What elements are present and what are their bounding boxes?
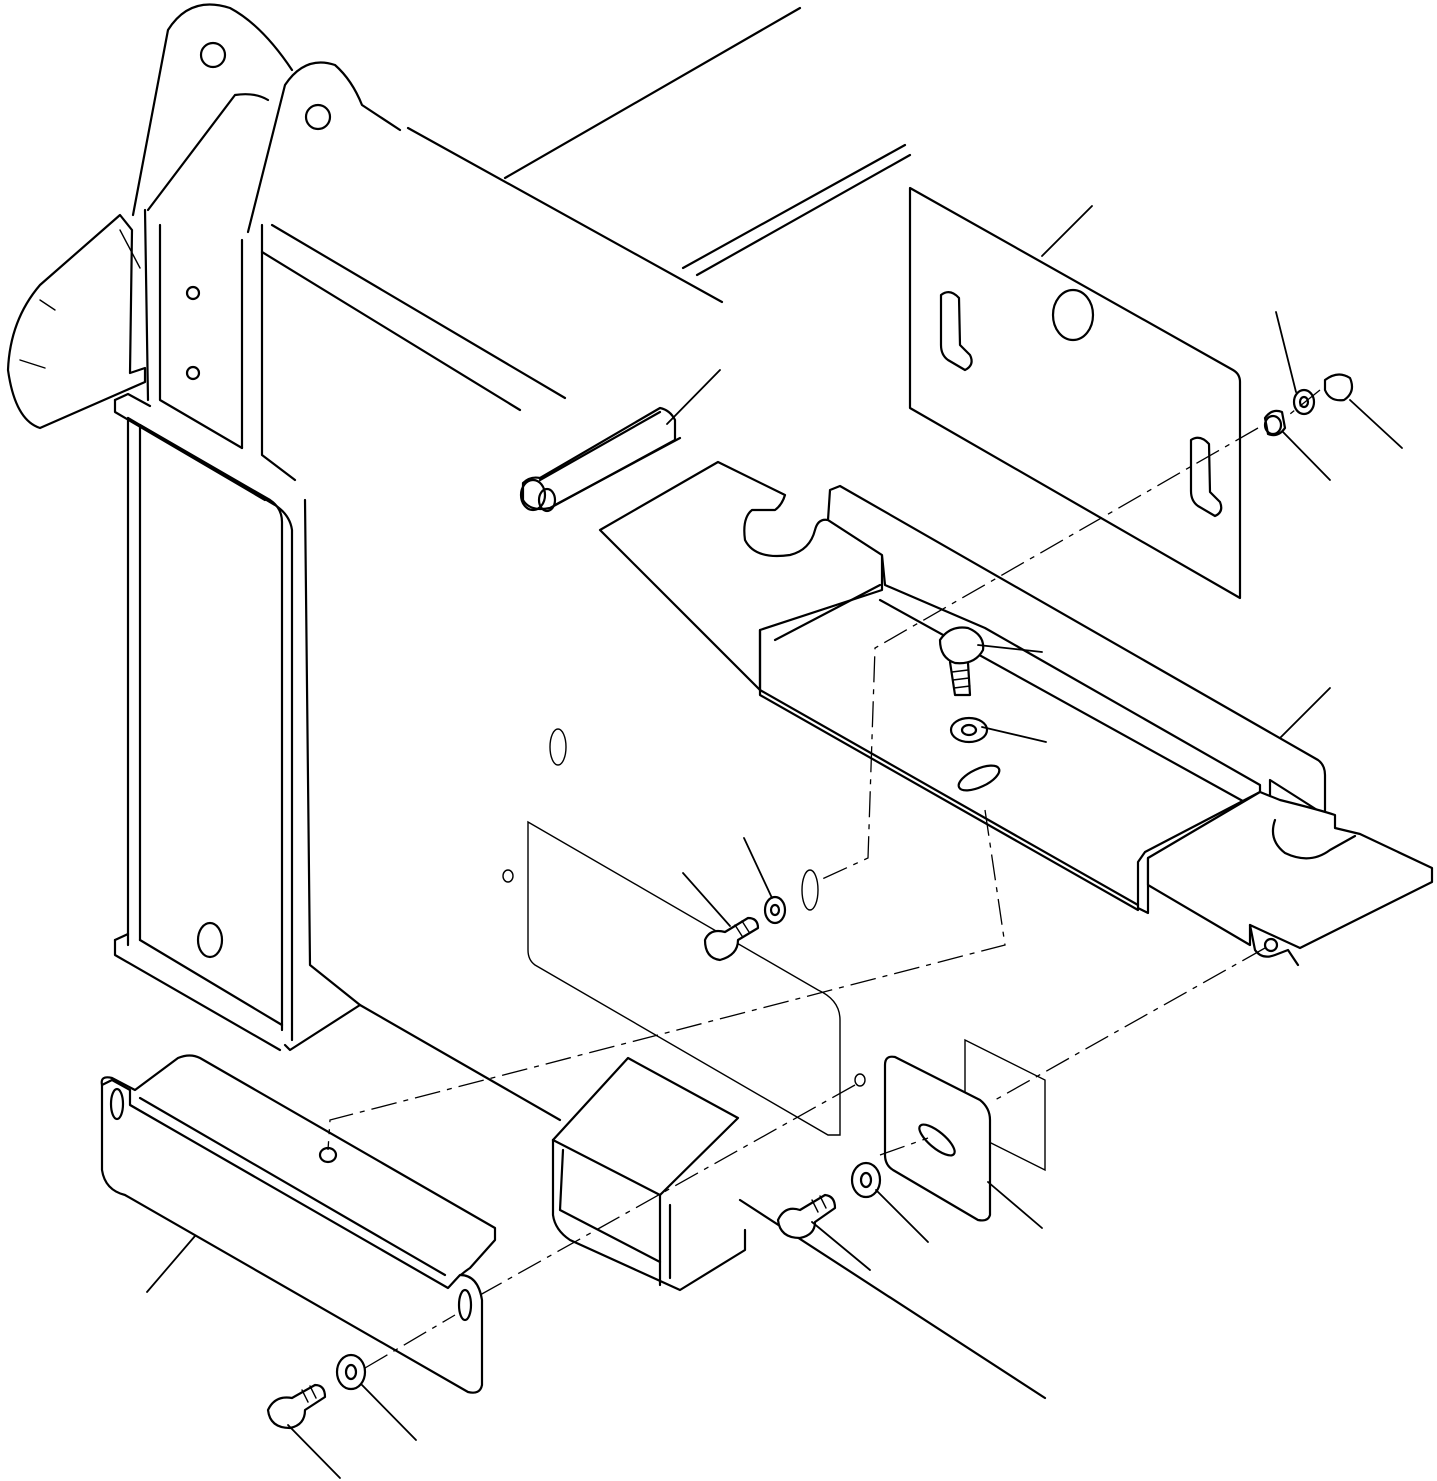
- assembly-lines: [327, 389, 1321, 1369]
- bolt-washer-center: [938, 626, 989, 744]
- small-plate: [883, 1038, 1046, 1222]
- nut-washer-spacer: [1263, 373, 1354, 437]
- main-bracket: [598, 460, 1434, 967]
- bolt-washer-middle: [703, 895, 787, 962]
- callout-leaders: [146, 205, 1403, 1479]
- bolt-washer-lower-right: [776, 1161, 882, 1240]
- cover-plate: [502, 728, 866, 1136]
- lower-cover: [100, 1054, 497, 1394]
- box-support: [551, 1056, 747, 1292]
- bolt-washer-bottom: [266, 1353, 367, 1430]
- mounting-plate: [908, 186, 1242, 600]
- sleeve: [519, 406, 682, 513]
- frame-structure: [6, 3, 1047, 1400]
